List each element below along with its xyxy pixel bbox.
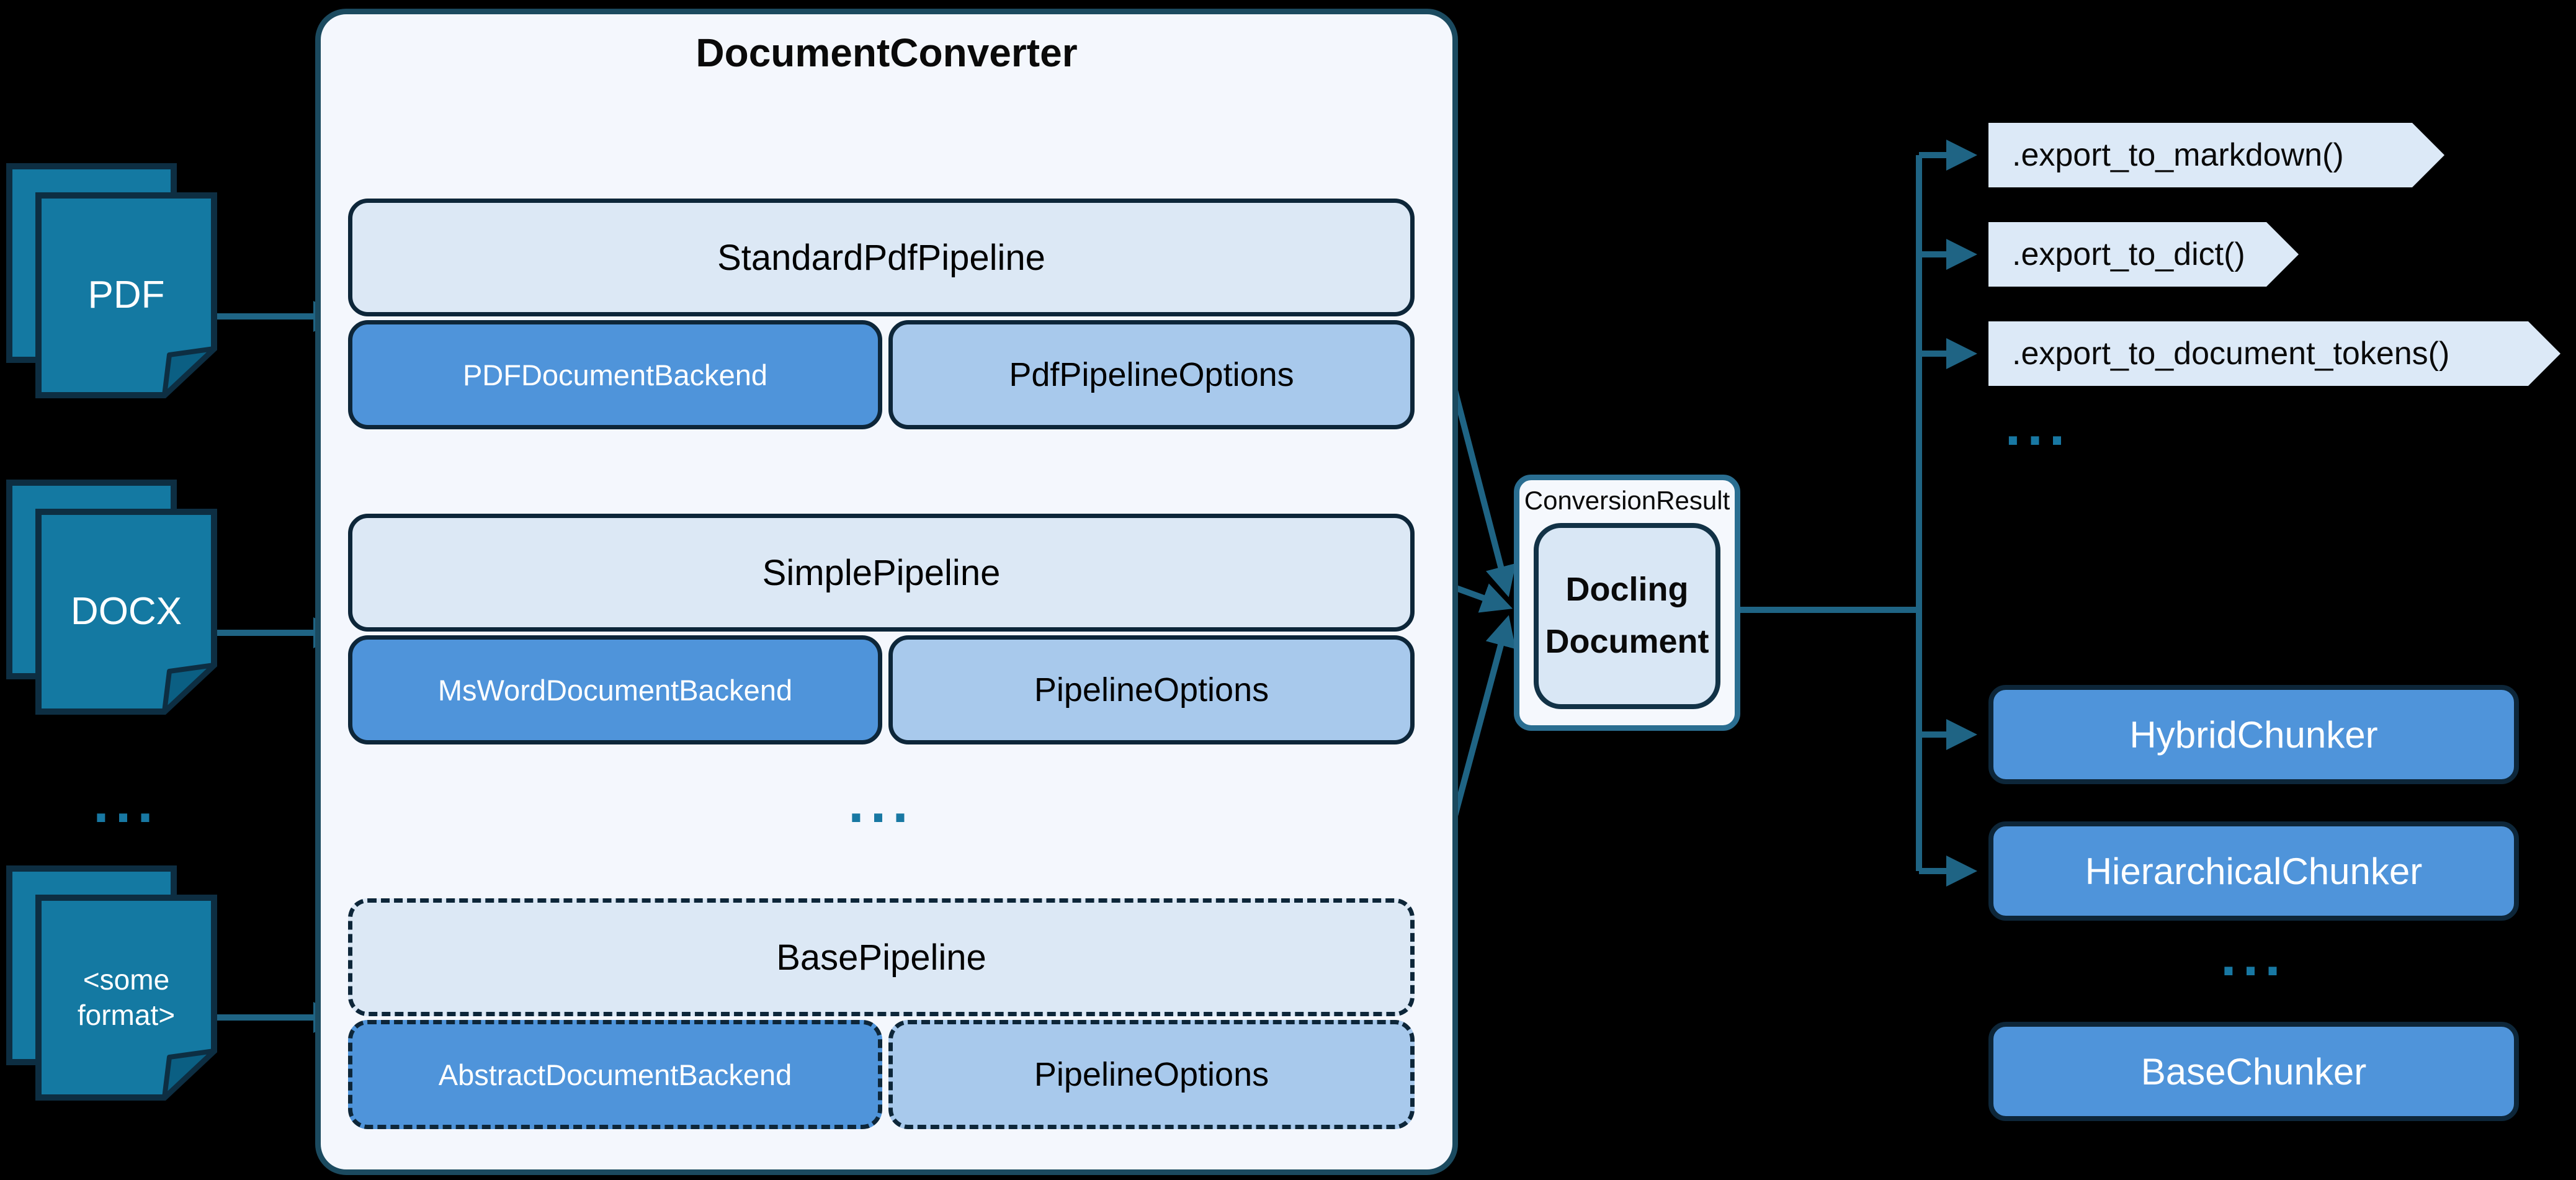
backend-pdfdocumentbackend: PDFDocumentBackend [348,320,882,429]
inputs-ellipsis: ... [93,771,159,834]
export-to-document-tokens-tag: .export_to_document_tokens() [1988,321,2560,386]
options-pdfpipelineoptions: PdfPipelineOptions [888,320,1415,429]
exports-ellipsis: ... [2005,394,2072,457]
export-to-markdown-tag: .export_to_markdown() [1988,123,2444,187]
input-label-some-format: <some format> [77,963,176,1032]
document-icon [35,895,217,1101]
pipeline-basepipeline: BasePipeline [348,898,1415,1016]
document-icon [35,192,217,398]
chunkers-ellipsis: ... [2220,924,2287,988]
hybrid-chunker-box: HybridChunker [1988,685,2519,784]
backend-abstractdocumentbackend: AbstractDocumentBackend [348,1020,882,1129]
base-chunker-box: BaseChunker [1988,1022,2519,1121]
pipeline-standardpdfpipeline: StandardPdfPipeline [348,199,1415,316]
document-converter-title: DocumentConverter [695,30,1078,75]
hierarchical-chunker-box: HierarchicalChunker [1988,821,2519,921]
input-label-pdf: PDF [87,274,165,317]
options-pipelineoptions-base: PipelineOptions [888,1020,1415,1129]
docling-document-box: Docling Document [1534,523,1720,709]
input-label-docx: DOCX [70,590,182,633]
options-pipelineoptions: PipelineOptions [888,635,1415,744]
document-icon [35,509,217,715]
conversion-result-label: ConversionResult [1524,486,1730,515]
pipeline-simplepipeline: SimplePipeline [348,514,1415,632]
backend-mswordldocumentbackend: MsWordDocumentBackend [348,635,882,744]
export-to-dict-tag: .export_to_dict() [1988,222,2299,287]
pipelines-ellipsis: ... [848,771,915,834]
